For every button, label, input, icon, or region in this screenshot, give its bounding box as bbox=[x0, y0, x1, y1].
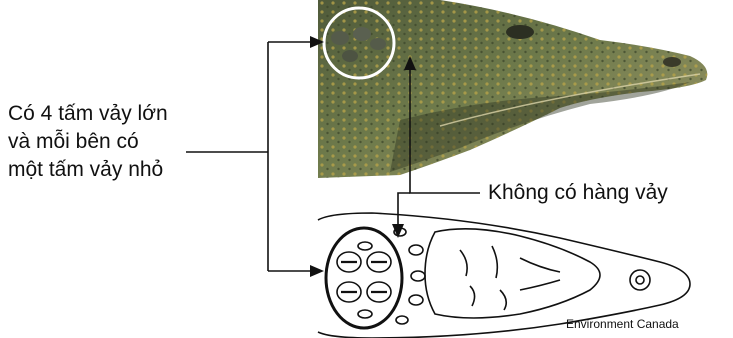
crocodile-nostril bbox=[663, 57, 681, 67]
snout-tip-dot bbox=[636, 276, 644, 284]
central-plate-ridge bbox=[460, 246, 506, 310]
snout-tip-scale bbox=[630, 270, 650, 290]
nuchal-scale bbox=[353, 27, 371, 41]
side-scale bbox=[409, 295, 423, 305]
highlight-circle-drawing bbox=[326, 228, 402, 328]
label-no-scale-row: Không có hàng vảy bbox=[488, 180, 668, 206]
label-line: và mỗi bên có bbox=[8, 128, 238, 156]
central-scale-plate bbox=[425, 229, 600, 318]
arrowhead-right-icon bbox=[310, 265, 324, 277]
label-four-large-scales: Có 4 tấm vảy lớn và mỗi bên có một tấm v… bbox=[8, 100, 238, 184]
side-scale bbox=[411, 271, 425, 281]
crocodile-head-photo bbox=[318, 0, 707, 178]
side-scale bbox=[396, 316, 408, 324]
small-nuchal-scale bbox=[358, 242, 372, 250]
crocodile-eye bbox=[506, 25, 534, 39]
large-scale-keel bbox=[341, 262, 387, 292]
image-credit: Environment Canada bbox=[566, 317, 679, 331]
label-line: Có 4 tấm vảy lớn bbox=[8, 100, 238, 128]
nuchal-scale bbox=[331, 31, 349, 45]
nuchal-scale bbox=[342, 50, 358, 62]
small-nuchal-scale bbox=[358, 310, 372, 318]
side-scale bbox=[409, 245, 423, 255]
nuchal-scale bbox=[370, 38, 386, 50]
central-plate-ridge bbox=[520, 258, 560, 290]
label-line: một tấm vảy nhỏ bbox=[8, 156, 238, 184]
